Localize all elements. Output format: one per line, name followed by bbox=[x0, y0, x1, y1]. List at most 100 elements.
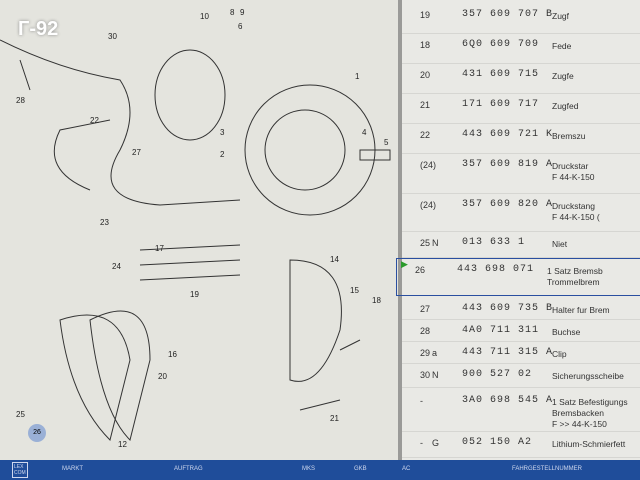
description: Zugfe bbox=[552, 71, 574, 82]
description-line: Druckstar bbox=[552, 161, 589, 171]
callout-28[interactable]: 28 bbox=[16, 96, 25, 105]
part-number: 6Q0 609 709 bbox=[462, 39, 540, 50]
part-number: 443 711 315 A bbox=[462, 347, 554, 358]
callout-19[interactable]: 19 bbox=[190, 290, 199, 299]
callout-20[interactable]: 20 bbox=[158, 372, 167, 381]
callout-18[interactable]: 18 bbox=[372, 296, 381, 305]
description-line: Zugfe bbox=[552, 71, 574, 81]
callout-6[interactable]: 6 bbox=[238, 22, 243, 31]
callout-12[interactable]: 12 bbox=[118, 440, 127, 449]
description-line: Niet bbox=[552, 239, 568, 249]
description: Zugfed bbox=[552, 101, 578, 112]
part-number: 443 609 735 B bbox=[462, 303, 554, 314]
position: - bbox=[420, 396, 423, 406]
position: 26 bbox=[415, 265, 426, 275]
description: Lithium-Schmierfett bbox=[552, 439, 625, 450]
callout-10[interactable]: 10 bbox=[200, 12, 209, 21]
callout-1[interactable]: 1 bbox=[355, 72, 360, 81]
description-line: Sicherungsscheibe bbox=[552, 371, 624, 381]
position: - bbox=[420, 438, 423, 448]
callout-16[interactable]: 16 bbox=[168, 350, 177, 359]
nav-markt[interactable]: MARKT bbox=[62, 466, 83, 472]
callout-23[interactable]: 23 bbox=[100, 218, 109, 227]
callout-14[interactable]: 14 bbox=[330, 255, 339, 264]
callout-2[interactable]: 2 bbox=[220, 150, 225, 159]
description-line: Lithium-Schmierfett bbox=[552, 439, 626, 449]
table-row[interactable]: 20 431 609 715 Zugfe bbox=[402, 64, 640, 94]
nav-gkb[interactable]: GKB bbox=[354, 466, 367, 472]
position: 22 bbox=[420, 130, 431, 140]
description-line: Zugfed bbox=[552, 101, 579, 111]
position: 19 bbox=[420, 10, 431, 20]
description-line: Zugf bbox=[552, 11, 570, 21]
nav-ac[interactable]: AC bbox=[402, 466, 411, 472]
callout-24[interactable]: 24 bbox=[112, 262, 121, 271]
callout-4[interactable]: 4 bbox=[362, 128, 367, 137]
position: 25 bbox=[420, 238, 431, 248]
callout-27[interactable]: 27 bbox=[132, 148, 141, 157]
callout-badge-26[interactable]: 26 bbox=[28, 424, 46, 442]
flag: a bbox=[432, 348, 438, 358]
part-number: 4A0 711 311 bbox=[462, 325, 540, 336]
pane-divider[interactable] bbox=[398, 0, 402, 465]
description-line: 1 Satz Bremsb bbox=[547, 266, 603, 276]
part-number: 357 609 819 A bbox=[462, 159, 554, 170]
description: Clip bbox=[552, 349, 567, 360]
position: 20 bbox=[420, 70, 431, 80]
callout-30[interactable]: 30 bbox=[108, 32, 117, 41]
part-number: 431 609 715 bbox=[462, 69, 540, 80]
position: 27 bbox=[420, 304, 431, 314]
description: Sicherungsscheibe bbox=[552, 371, 624, 382]
description-line: Halter fur Brem bbox=[552, 305, 610, 315]
callout-9[interactable]: 9 bbox=[240, 8, 245, 17]
description-line: Buchse bbox=[552, 327, 581, 337]
part-number: 357 609 820 A bbox=[462, 199, 554, 210]
logo-text: COM bbox=[14, 470, 26, 476]
description-line: Druckstang bbox=[552, 201, 595, 211]
description-line: Bremsbacken bbox=[552, 408, 604, 418]
callout-15[interactable]: 15 bbox=[350, 286, 359, 295]
part-number: 013 633 1 bbox=[462, 237, 526, 248]
callout-21[interactable]: 21 bbox=[330, 414, 339, 423]
callout-17[interactable]: 17 bbox=[155, 244, 164, 253]
description-line: F 44-K-150 bbox=[552, 172, 595, 182]
part-number: 443 698 071 bbox=[457, 264, 535, 275]
description: Fede bbox=[552, 41, 571, 52]
callout-25[interactable]: 25 bbox=[16, 410, 25, 419]
position: 30 bbox=[420, 370, 431, 380]
nav-fahrgestellnummer[interactable]: FAHRGESTELLNUMMER bbox=[512, 466, 583, 472]
callout-22[interactable]: 22 bbox=[90, 116, 99, 125]
part-number: 052 150 A2 bbox=[462, 437, 533, 448]
part-number: 3A0 698 545 A bbox=[462, 395, 554, 406]
description-line: Fede bbox=[552, 41, 572, 51]
logo-text: LEX bbox=[14, 464, 24, 470]
position: (24) bbox=[420, 160, 437, 170]
flag: N bbox=[432, 370, 439, 380]
callout-8[interactable]: 8 bbox=[230, 8, 235, 17]
nav-auftrag[interactable]: AUFTRAG bbox=[174, 466, 203, 472]
callout-3[interactable]: 3 bbox=[220, 128, 225, 137]
nav-mks[interactable]: MKS bbox=[302, 466, 316, 472]
callout-5[interactable]: 5 bbox=[384, 138, 389, 147]
